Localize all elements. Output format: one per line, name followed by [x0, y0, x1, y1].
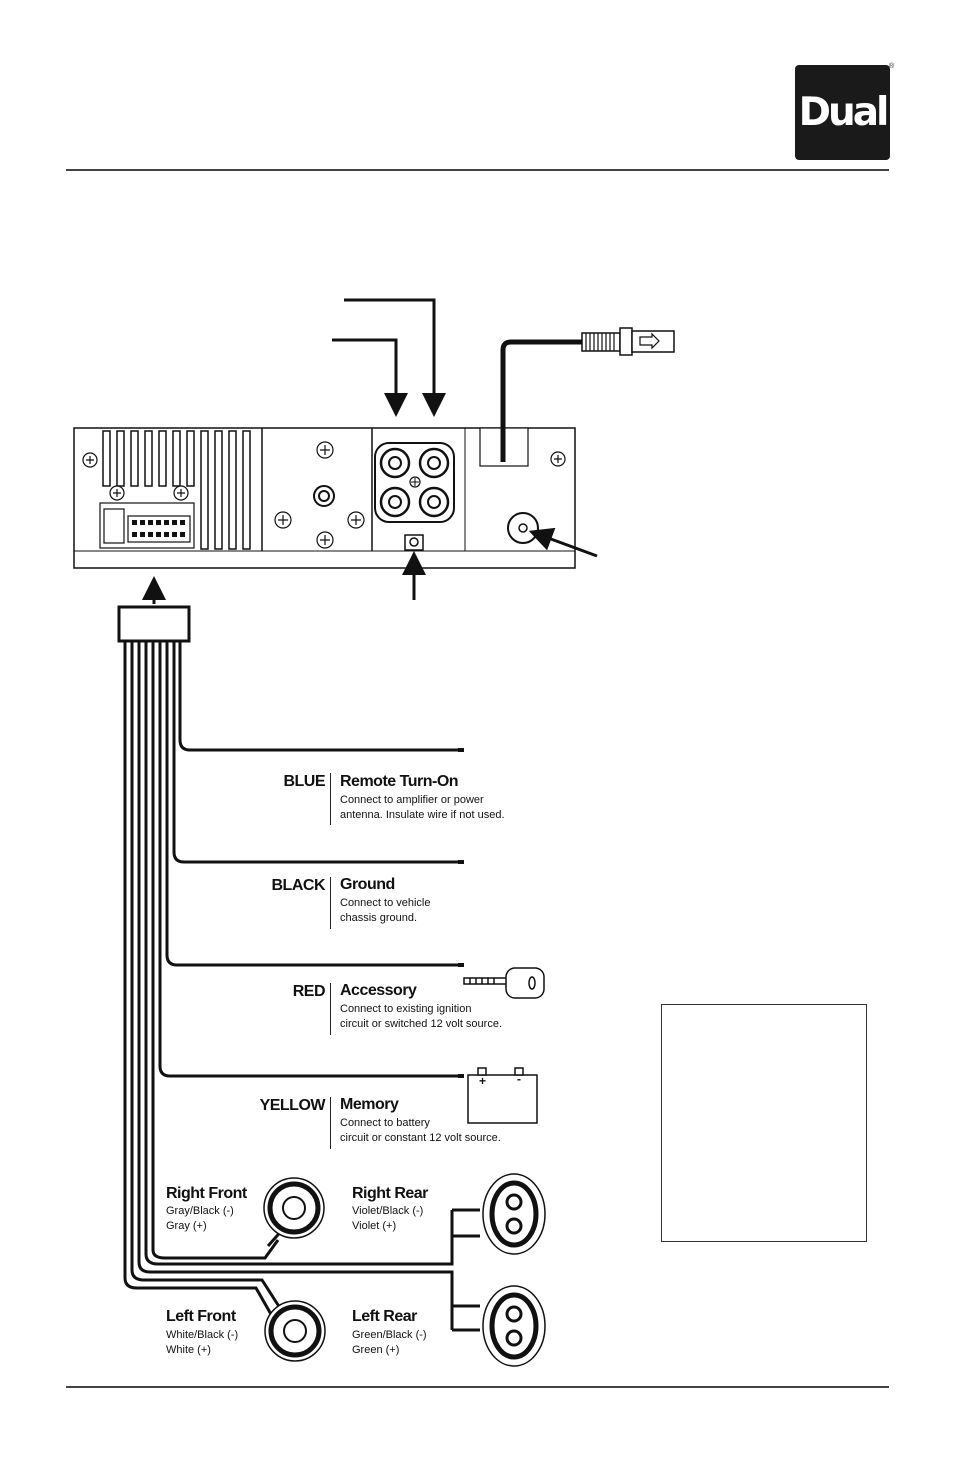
footer-rule [66, 1386, 889, 1388]
speaker-neg-right-rear: Violet/Black (-) [352, 1205, 424, 1217]
screw-icons [82, 441, 566, 549]
small-jack [404, 534, 424, 551]
wire-desc-ground-1: Connect to vehicle [340, 897, 431, 909]
wire-divider [330, 773, 331, 825]
logo-text: Dual [798, 90, 890, 135]
wire-divider [330, 1097, 331, 1149]
rca-arrows [332, 298, 446, 417]
harness-plug [117, 605, 191, 643]
wire-color-blue: BLUE [283, 773, 325, 790]
rca-outputs [374, 442, 455, 523]
antenna-arrow [528, 527, 598, 558]
battery-icon [467, 1067, 538, 1124]
registered-mark: ® [889, 63, 895, 70]
speaker-title-left-rear: Left Rear [352, 1308, 417, 1325]
center-bolt-icon [313, 485, 335, 507]
speaker-neg-left-rear: Green/Black (-) [352, 1329, 427, 1341]
speaker-left-front-icon [264, 1300, 326, 1362]
wire-color-black: BLACK [271, 877, 326, 894]
battery-plus-label: + [479, 1074, 487, 1088]
wire-desc-remote-2: antenna. Insulate wire if not used. [340, 809, 505, 821]
speaker-pos-right-rear: Violet (+) [352, 1220, 397, 1232]
speaker-pos-left-front: White (+) [166, 1344, 211, 1356]
wire-color-yellow: YELLOW [259, 1097, 326, 1114]
wire-color-red: RED [292, 983, 326, 1000]
harness-socket [99, 502, 195, 549]
speaker-title-right-front: Right Front [166, 1185, 247, 1202]
header-rule [66, 169, 889, 171]
wire-title-ground: Ground [340, 876, 395, 893]
speaker-pos-right-front: Gray (+) [166, 1220, 207, 1232]
wire-divider [330, 877, 331, 929]
speaker-title-right-rear: Right Rear [352, 1185, 428, 1202]
heat-sink [102, 430, 251, 550]
wire-desc-accessory-2: circuit or switched 12 volt source. [340, 1018, 503, 1030]
speaker-right-rear-icon [482, 1173, 546, 1255]
head-unit-chassis [73, 427, 576, 569]
wire-desc-memory-1: Connect to battery [340, 1117, 430, 1129]
wire-desc-memory-2: circuit or constant 12 volt source. [340, 1132, 501, 1144]
wire-desc-accessory-1: Connect to existing ignition [340, 1003, 472, 1015]
wire-desc-remote-1: Connect to amplifier or power [340, 794, 484, 806]
harness-wires [123, 641, 480, 1332]
speaker-title-left-front: Left Front [166, 1308, 236, 1325]
speaker-pos-left-rear: Green (+) [352, 1344, 400, 1356]
antenna-jack [507, 512, 539, 544]
speaker-left-rear-icon [482, 1285, 546, 1367]
aux-cable [479, 327, 675, 467]
wire-divider [330, 983, 331, 1035]
dual-logo: Dual [795, 65, 890, 160]
speaker-right-front-icon [263, 1177, 325, 1239]
speaker-neg-left-front: White/Black (-) [166, 1329, 239, 1341]
wire-title-accessory: Accessory [340, 982, 417, 999]
note-box [661, 1004, 867, 1242]
wire-desc-ground-2: chassis ground. [340, 912, 418, 924]
ignition-key-icon [463, 967, 545, 999]
battery-minus-label: - [517, 1072, 521, 1086]
speaker-neg-right-front: Gray/Black (-) [166, 1205, 234, 1217]
wire-title-remote: Remote Turn-On [340, 773, 459, 790]
wire-title-memory: Memory [340, 1096, 399, 1113]
wire-terminals [458, 748, 464, 1078]
